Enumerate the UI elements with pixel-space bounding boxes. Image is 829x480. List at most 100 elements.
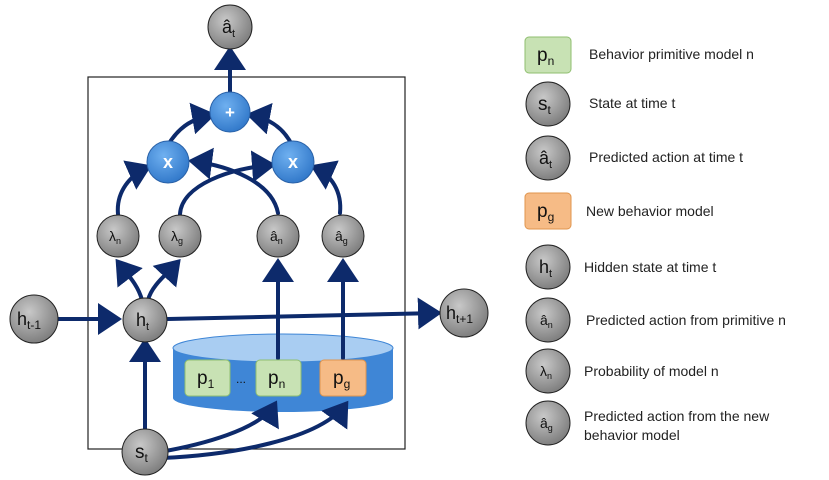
- node-label: â: [335, 228, 343, 244]
- legend-item-state: st State at time t: [525, 81, 675, 127]
- svg-text:λn: λn: [540, 363, 552, 381]
- legend-symbol: p: [537, 201, 548, 222]
- box-label: p: [268, 368, 279, 389]
- node-h-t: ht: [122, 297, 168, 343]
- node-sub: t+1: [456, 312, 473, 326]
- legend-item-primitive: pn Behavior primitive model n: [524, 36, 754, 74]
- svg-text:ht: ht: [539, 257, 552, 280]
- box-sub: 1: [208, 377, 215, 391]
- legend-item-predicted-action-new: âg Predicted action from the new behavio…: [525, 400, 770, 446]
- box-sub: n: [279, 377, 286, 391]
- node-label: h: [17, 309, 27, 329]
- svg-text:ân: ân: [540, 312, 553, 330]
- node-a-hat-n: ân: [256, 214, 300, 258]
- legend-item-predicted-action: ât Predicted action at time t: [525, 135, 743, 181]
- node-h-next: ht+1: [439, 288, 489, 338]
- node-mult-left: x: [146, 140, 190, 184]
- node-lambda-n: λn: [96, 214, 140, 258]
- node-sub: t: [145, 451, 149, 465]
- node-mult-right: x: [271, 140, 315, 184]
- node-lambda-g: λg: [158, 214, 202, 258]
- node-label: h: [446, 303, 456, 323]
- edge-ahatg-to-multright: [310, 160, 343, 215]
- primitive-box-p1: p1: [184, 359, 231, 397]
- edge-ht-to-lambdag: [146, 259, 181, 302]
- svg-text:pg: pg: [537, 201, 554, 224]
- node-sub: n: [116, 236, 121, 246]
- legend-item-hidden-state: ht Hidden state at time t: [525, 244, 716, 290]
- legend-label: State at time t: [589, 95, 675, 111]
- legend-label: Predicted action from primitive n: [586, 312, 786, 328]
- legend-symbol: h: [539, 257, 549, 277]
- svg-text:p1: p1: [197, 368, 215, 391]
- svg-text:ht+1: ht+1: [446, 303, 473, 326]
- legend: pn Behavior primitive model n st State a…: [524, 36, 786, 446]
- svg-text:ân: ân: [270, 228, 283, 246]
- svg-text:ât: ât: [222, 17, 235, 40]
- node-a-hat-t: ât: [207, 4, 253, 50]
- legend-symbol-sub: t: [549, 268, 552, 280]
- legend-label: Behavior primitive model n: [589, 46, 754, 62]
- legend-green-box: [524, 36, 572, 74]
- legend-orange-box: [524, 192, 572, 230]
- primitive-ellipsis: ...: [236, 372, 246, 386]
- legend-label: New behavior model: [586, 203, 714, 219]
- legend-symbol-sub: n: [548, 54, 555, 68]
- edge-ahatn-to-multleft: [188, 147, 280, 215]
- svg-text:st: st: [538, 94, 552, 117]
- box-label: p: [197, 368, 208, 389]
- legend-label: Probability of model n: [584, 363, 719, 379]
- legend-symbol: â: [539, 148, 550, 168]
- node-plus: +: [209, 91, 251, 133]
- node-sub: g: [343, 236, 348, 246]
- svg-text:pn: pn: [537, 45, 554, 68]
- svg-text:st: st: [135, 442, 149, 465]
- legend-symbol-sub: g: [548, 423, 553, 433]
- edge-ht-to-lambdan: [115, 258, 144, 302]
- legend-label-line2: behavior model: [584, 427, 680, 443]
- box-label: p: [333, 368, 344, 389]
- edge-ht-to-hnext: [166, 297, 442, 330]
- legend-symbol-sub: g: [548, 210, 555, 224]
- svg-text:âg: âg: [540, 415, 553, 433]
- node-label: λ: [109, 228, 116, 244]
- node-label: â: [222, 17, 233, 37]
- legend-symbol: s: [538, 94, 548, 115]
- node-label: â: [270, 228, 278, 244]
- mult-right-label: x: [288, 152, 298, 172]
- node-sub: t: [146, 321, 149, 333]
- edge-st-to-pg: [160, 400, 349, 460]
- svg-text:âg: âg: [335, 228, 348, 246]
- legend-symbol-sub: t: [549, 159, 552, 171]
- node-h-prev: ht-1: [9, 294, 59, 344]
- edge-multleft-to-plus: [166, 102, 216, 147]
- legend-item-predicted-action-primitive: ân Predicted action from primitive n: [525, 297, 786, 343]
- primitive-box-pg: pg: [319, 359, 367, 397]
- node-label: s: [135, 442, 145, 463]
- legend-item-new-behavior: pg New behavior model: [524, 192, 714, 230]
- svg-text:ht-1: ht-1: [17, 309, 41, 332]
- plus-label: +: [225, 103, 235, 122]
- edge-multright-to-plus: [246, 102, 294, 147]
- svg-text:pn: pn: [268, 368, 285, 391]
- primitive-box-pn: pn: [255, 359, 302, 397]
- node-sub: t: [232, 28, 235, 40]
- node-sub: n: [278, 236, 283, 246]
- legend-symbol: p: [537, 45, 548, 66]
- node-sub: t-1: [27, 318, 41, 332]
- edge-lambdan-to-multleft: [115, 160, 152, 216]
- svg-text:λg: λg: [171, 228, 183, 246]
- edge-lambdag-to-multright: [178, 150, 276, 216]
- svg-text:pg: pg: [333, 368, 350, 391]
- legend-symbol: â: [540, 312, 548, 328]
- legend-item-probability: λn Probability of model n: [525, 348, 719, 394]
- legend-label: Predicted action at time t: [589, 149, 743, 165]
- box-sub: g: [344, 377, 351, 391]
- legend-symbol-sub: t: [548, 103, 552, 117]
- svg-text:ât: ât: [539, 148, 552, 171]
- legend-label: Hidden state at time t: [584, 259, 716, 275]
- legend-symbol: λ: [540, 363, 547, 379]
- node-label: λ: [171, 228, 178, 244]
- node-sub: g: [178, 236, 183, 246]
